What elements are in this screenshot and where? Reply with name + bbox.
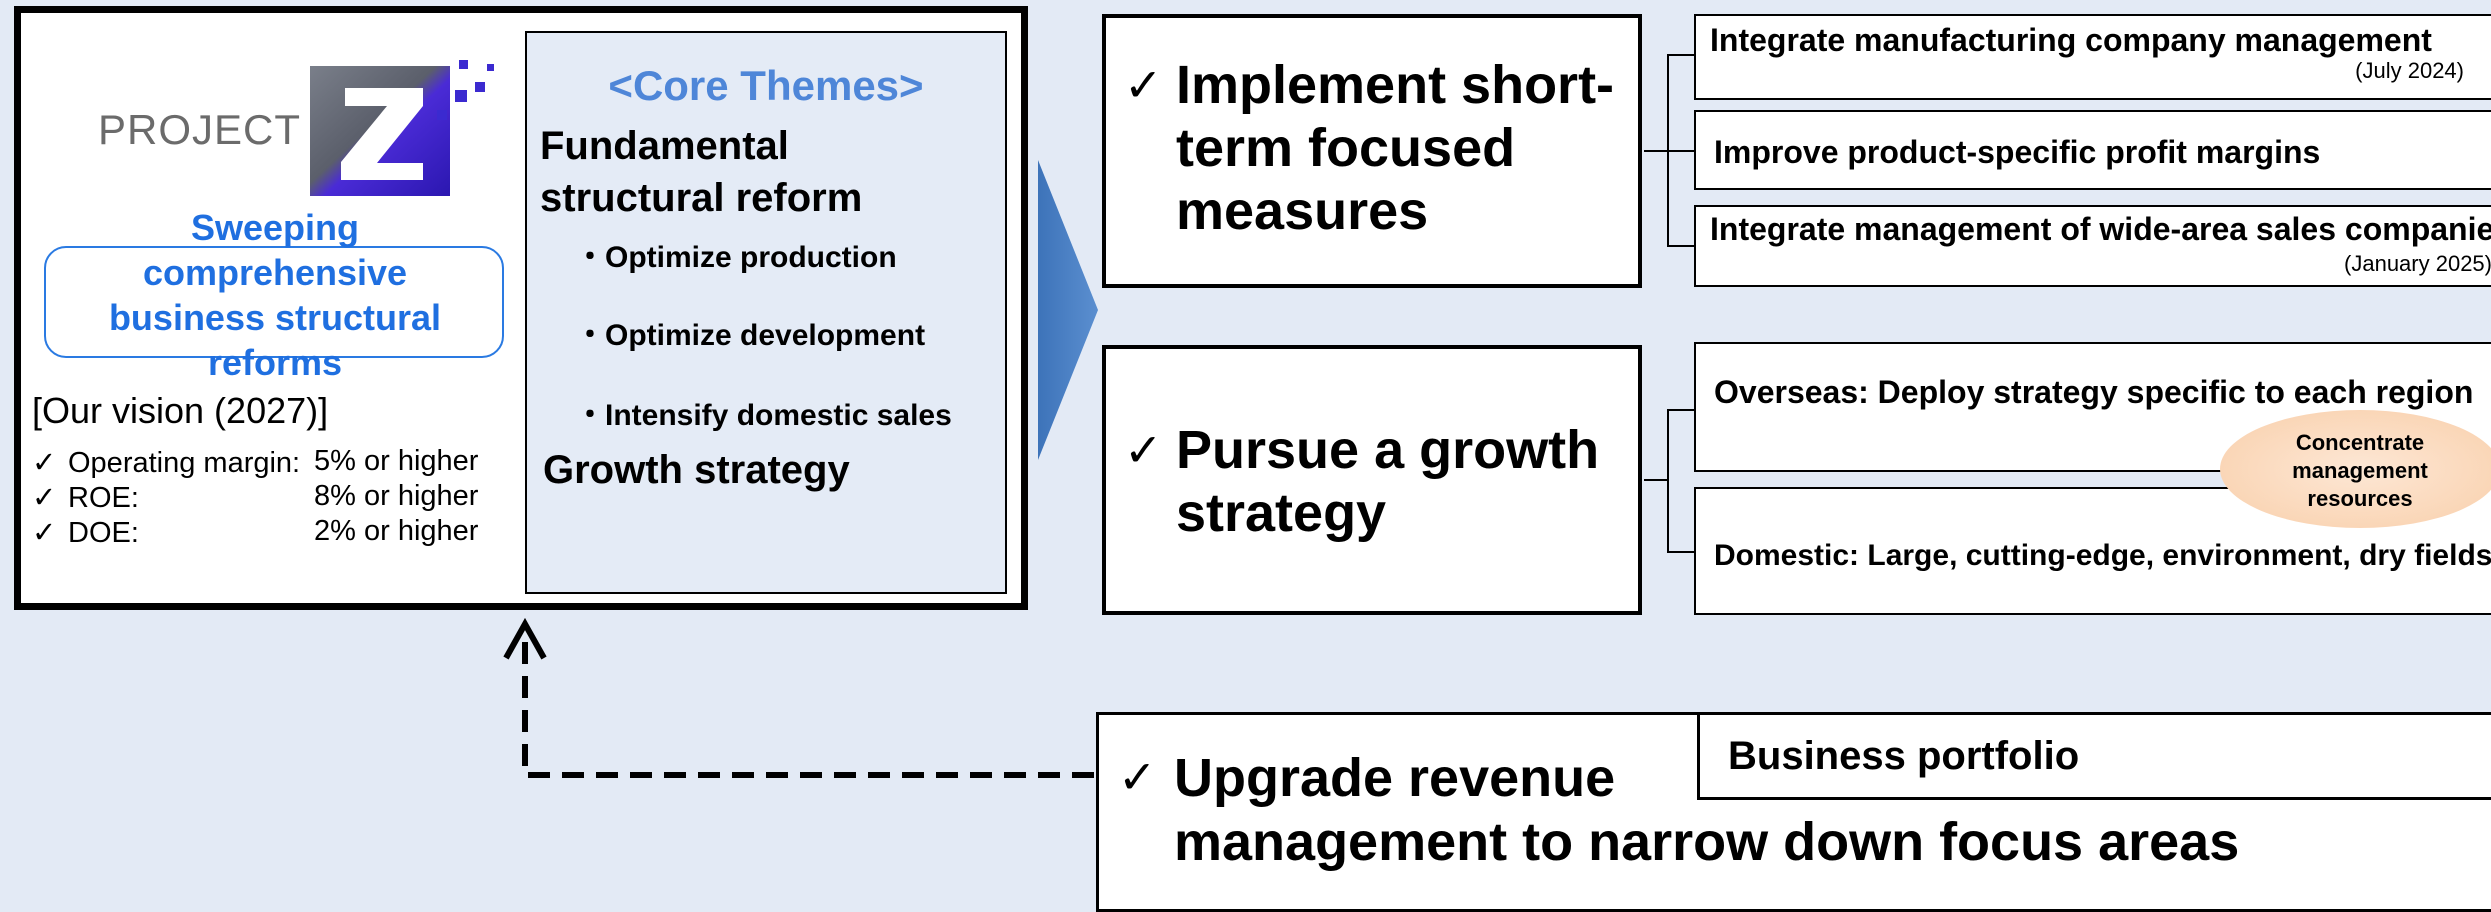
vision-metric: ROE: [68, 482, 139, 514]
mission-line: business structural [108, 297, 442, 338]
initiative-text: Domestic: Large, cutting-edge, environme… [1714, 539, 2491, 572]
mission-line: Sweeping [190, 207, 360, 248]
core-themes-title: <Core Themes> [608, 62, 924, 109]
revenue-line: Upgrade revenue [1174, 748, 1616, 808]
check-icon: ✓ [32, 447, 57, 479]
core-item: ・Optimize production [575, 241, 897, 274]
resources-line: Concentrate [2295, 430, 2425, 455]
vision-target: 8% or higher [314, 480, 479, 512]
initiative-text: Integrate management of wide-area sales … [1710, 211, 2491, 247]
logo-wordmark: PROJECT [98, 106, 302, 153]
core-item: ・Intensify domestic sales [575, 399, 952, 432]
business-portfolio-label: Business portfolio [1728, 734, 2080, 778]
measure-line: strategy [1176, 483, 1387, 543]
initiative-box: Improve product-specific profit margins [1694, 110, 2491, 190]
vision-item: ✓ Operating margin: 5% or higher [32, 445, 478, 480]
measure-line: term focused [1176, 118, 1516, 178]
check-icon: ✓ [32, 517, 57, 549]
business-portfolio-box [1697, 712, 2491, 800]
project-z-logo [310, 60, 494, 196]
initiative-text: Improve product-specific profit margins [1714, 134, 2321, 170]
vision-metric: DOE: [68, 517, 139, 549]
short-term-measures-box: ✓ Implement short- term focused measures [1102, 14, 1642, 288]
mission-line: comprehensive [142, 252, 408, 293]
resources-line: management [2292, 458, 2428, 483]
revenue-line: management to narrow down focus areas [1174, 812, 2240, 872]
reform-title-line: structural reform [540, 176, 863, 220]
vision-item: ✓ DOE: 2% or higher [32, 515, 478, 550]
mission-bracket [44, 246, 504, 358]
check-icon: ✓ [1118, 751, 1157, 803]
initiative-date: (July 2024) [2355, 58, 2464, 83]
check-icon: ✓ [1124, 59, 1163, 111]
initiative-box: Integrate management of wide-area sales … [1694, 205, 2491, 287]
vision-metric: Operating margin: [68, 447, 301, 479]
check-icon: ✓ [32, 482, 57, 514]
vision-title: [Our vision (2027)] [32, 390, 329, 431]
chevron-arrow [1038, 160, 1098, 460]
resources-line: resources [2307, 486, 2413, 511]
initiative-text: Overseas: Deploy strategy specific to ea… [1714, 374, 2474, 410]
growth-strategy-box: ✓ Pursue a growth strategy [1102, 345, 1642, 615]
core-themes-box [525, 31, 1007, 594]
initiative-text: Integrate manufacturing company manageme… [1710, 22, 2432, 58]
core-item: ・Optimize development [575, 319, 926, 352]
initiative-box: Integrate manufacturing company manageme… [1694, 14, 2491, 100]
vision-target: 5% or higher [314, 445, 479, 477]
measure-line: Implement short- [1176, 55, 1615, 115]
resources-ellipse: Concentrate management resources [2220, 410, 2491, 528]
initiative-date: (January 2025) [2344, 251, 2491, 276]
vision-item: ✓ ROE: 8% or higher [32, 480, 478, 515]
check-icon: ✓ [1124, 424, 1163, 476]
reform-title-line: Fundamental [540, 124, 789, 168]
structural-reform-title: Fundamental structural reform [540, 120, 960, 224]
revenue-management-text: Upgrade revenue management to narrow dow… [1174, 746, 2374, 874]
mission-line: reforms [207, 342, 343, 383]
measure-line: Pursue a growth [1176, 420, 1600, 480]
growth-strategy-title: Growth strategy [543, 448, 850, 492]
mission-statement: Sweeping comprehensive business structur… [40, 205, 510, 385]
measure-line: measures [1176, 181, 1429, 241]
vision-target: 2% or higher [314, 515, 479, 547]
